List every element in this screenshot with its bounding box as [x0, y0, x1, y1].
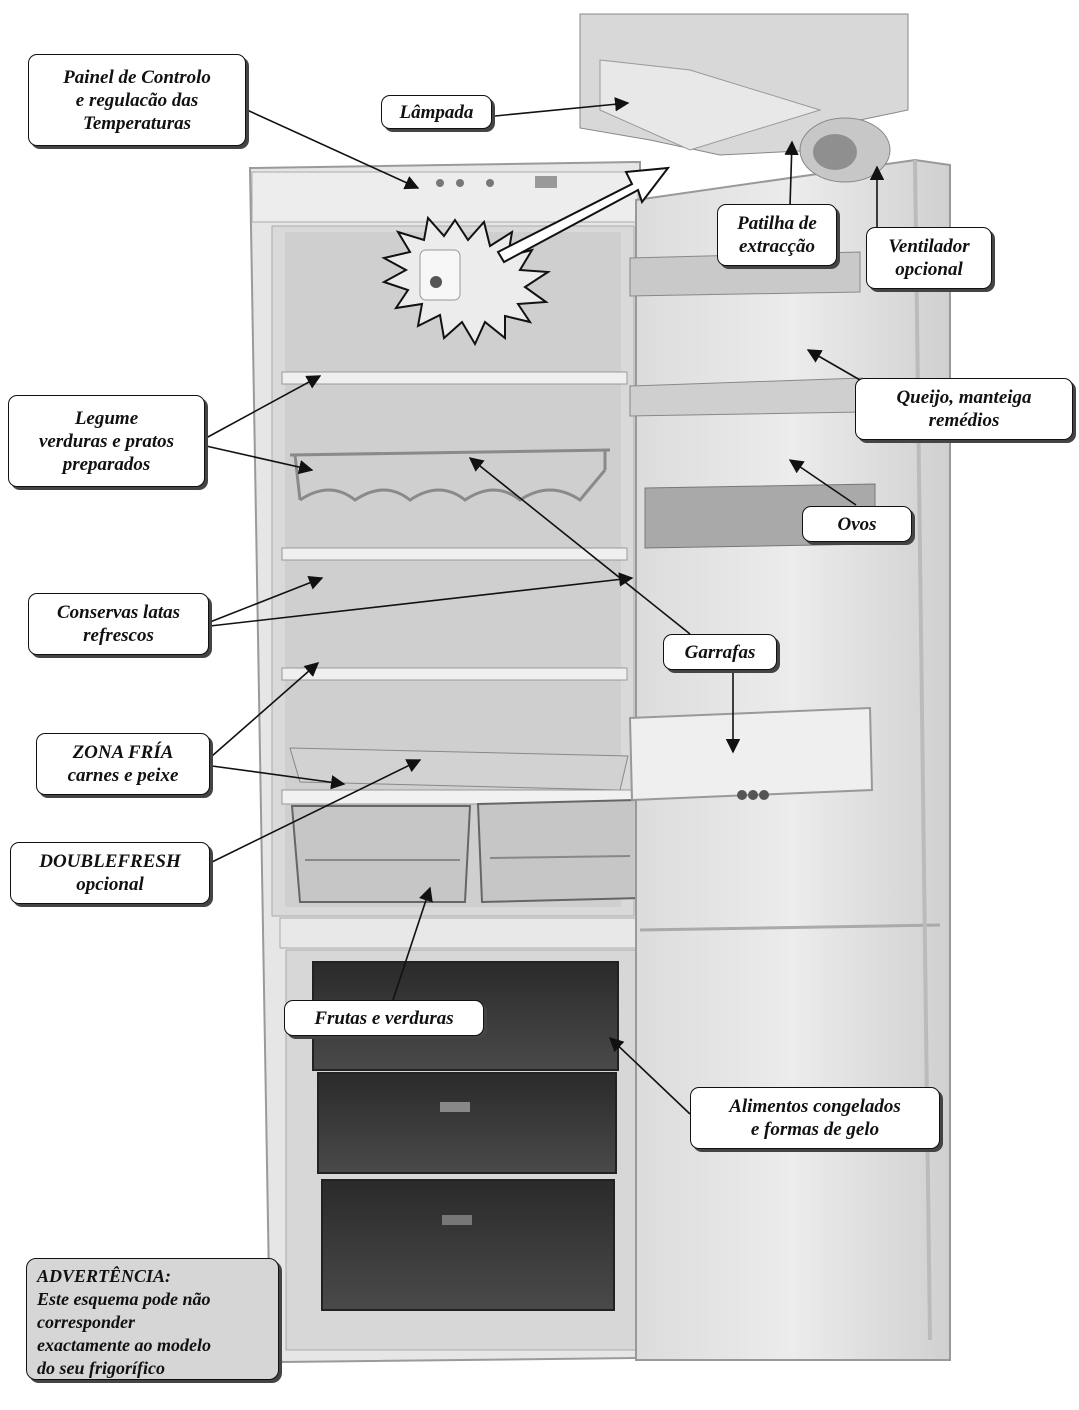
fridge-door	[628, 158, 951, 1361]
lamp-inset	[579, 13, 909, 183]
label-frutas: Frutas e verduras	[284, 1000, 484, 1036]
leader-lines	[205, 97, 885, 1115]
label-lampada: Lâmpada	[381, 95, 492, 129]
warning-box: ADVERTÊNCIA: Este esquema pode não corre…	[26, 1258, 279, 1380]
bottle-rack	[289, 448, 611, 502]
control-panel	[436, 176, 557, 188]
fridge-body	[248, 160, 642, 1364]
label-ovos: Ovos	[802, 506, 912, 542]
door-logo-dots	[737, 790, 769, 800]
crisper-drawers	[290, 798, 642, 904]
label-garrafas: Garrafas	[663, 634, 777, 670]
zoom-arrow	[496, 166, 671, 264]
warning-title: ADVERTÊNCIA:	[37, 1266, 172, 1286]
